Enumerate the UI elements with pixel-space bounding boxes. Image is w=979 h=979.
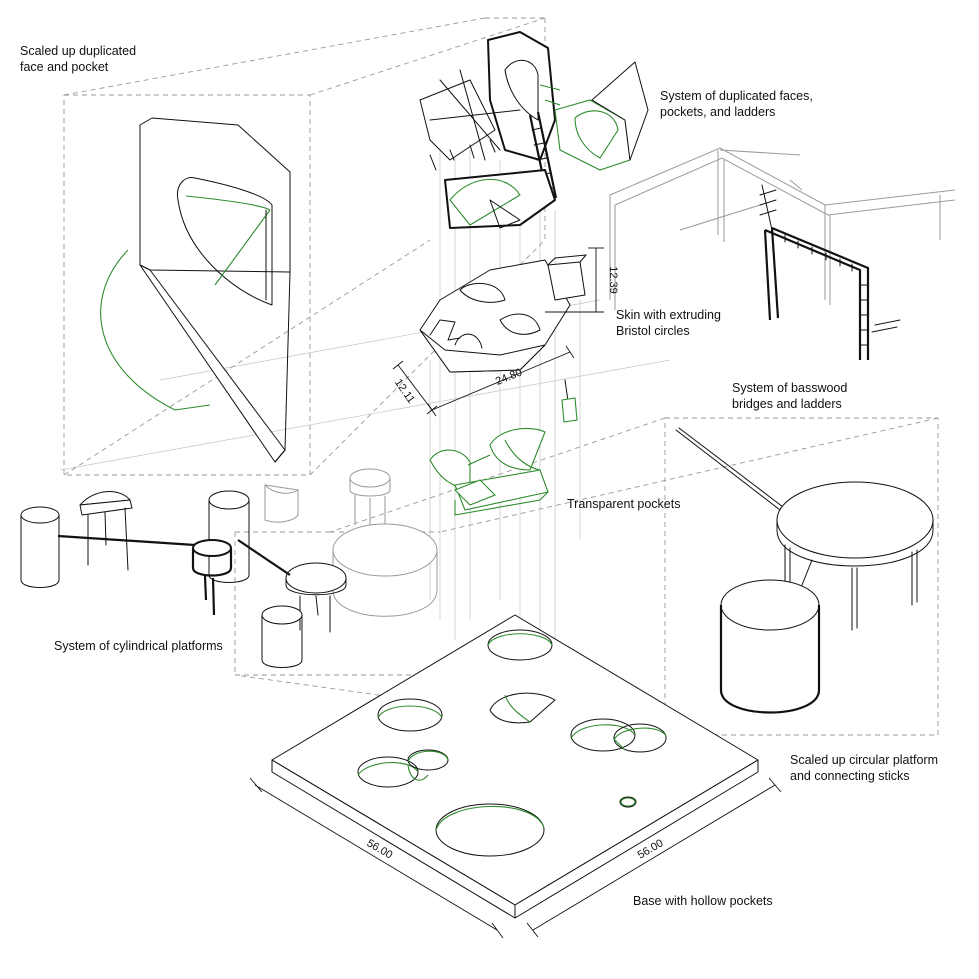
label-scaled-platform: Scaled up circular platform and connecti… <box>790 753 938 783</box>
dimension-skin-height-text: 12.39 <box>607 266 619 294</box>
label-pockets: Transparent pockets <box>567 497 681 511</box>
label-base: Base with hollow pockets <box>633 894 773 908</box>
callout-box-scaled-face <box>63 17 546 476</box>
scaled-platform-drawing <box>675 427 934 714</box>
duplicated-faces-system-drawing <box>419 31 649 229</box>
cylindrical-platforms-drawing <box>20 468 438 668</box>
skin-drawing <box>419 254 587 423</box>
base-drawing <box>271 614 759 919</box>
dimension-skin-depth-text: 12.11 <box>392 377 417 406</box>
scaled-face-pocket-drawing <box>100 117 291 463</box>
dimension-skin-height: 12.39 <box>545 247 619 313</box>
label-duplicated-system: System of duplicated faces, pockets, and… <box>660 89 813 119</box>
basswood-bridges-drawing <box>609 147 956 360</box>
transparent-pockets-drawing <box>429 427 549 516</box>
label-skin: Skin with extruding Bristol circles <box>616 308 721 338</box>
label-bridges: System of basswood bridges and ladders <box>732 381 848 411</box>
label-cylinders: System of cylindrical platforms <box>54 639 223 653</box>
label-scaled-face: Scaled up duplicated face and pocket <box>20 44 137 74</box>
